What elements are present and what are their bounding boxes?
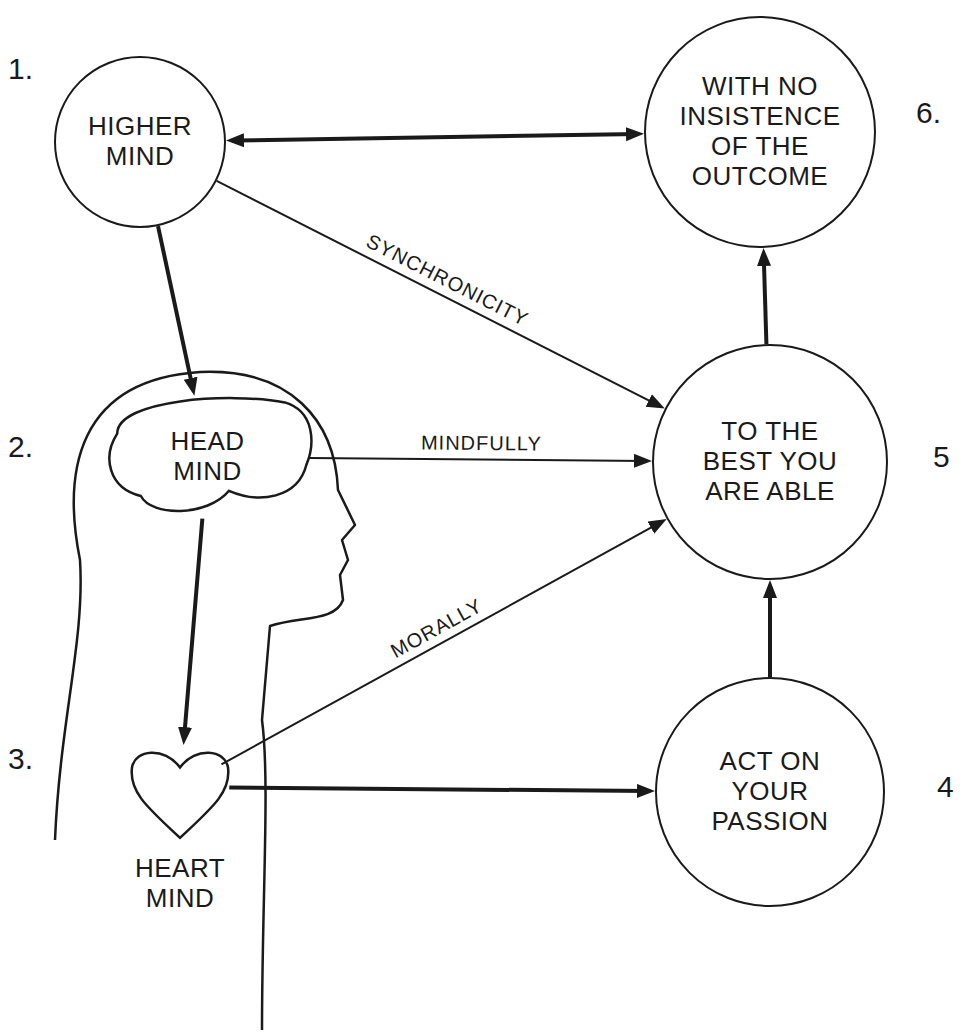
text-group: ACT ON YOUR PASSION (685, 747, 855, 837)
connector-arrow (768, 586, 772, 677)
text-group: HEAD MIND (153, 427, 263, 487)
edge-label: MORALLY (384, 592, 489, 664)
connector-arrow (232, 134, 638, 141)
connector-arrow (229, 788, 649, 791)
brain-path (109, 398, 311, 511)
callout-number: 5 (933, 440, 950, 474)
text-group: TO THE BEST YOU ARE ABLE (695, 417, 845, 507)
node-text: WITH NO INSISTENCE OF THE OUTCOME (672, 72, 847, 192)
connector-arrow (764, 254, 767, 344)
connector-arrow (221, 522, 661, 764)
callout-number: 4 (937, 770, 954, 804)
mind-circle: HIGHER MIND (54, 56, 226, 228)
text-group: WITH NO INSISTENCE OF THE OUTCOME (672, 72, 847, 192)
text-group: HEART MIND (115, 854, 245, 914)
heart-path (132, 753, 229, 838)
edge-label: SYNCHRONICITY (360, 229, 535, 333)
ability-circle: TO THE BEST YOU ARE ABLE (652, 344, 888, 580)
node-text: HEAD MIND (153, 427, 263, 487)
callout-number: 2. (8, 430, 33, 464)
head-body-outline (55, 372, 355, 1030)
text-group: HIGHER MIND (75, 112, 205, 172)
connector-arrow (184, 519, 202, 739)
heading-text: HEART MIND (115, 854, 245, 914)
heart-outline (124, 744, 236, 840)
passion-circle: ACT ON YOUR PASSION (655, 677, 885, 907)
callout-number: 1. (8, 52, 33, 86)
connector-arrow (158, 226, 193, 390)
connector-arrow (310, 458, 646, 461)
edge-label: MINDFULLY (417, 432, 544, 456)
node-text: HIGHER MIND (75, 112, 205, 172)
head-mind-shape: HEAD MIND (100, 392, 315, 522)
node-text: ACT ON YOUR PASSION (685, 747, 855, 837)
heart-shape: HEART MIND (113, 744, 247, 914)
callout-number: 6. (916, 96, 941, 130)
outcome-circle: WITH NO INSISTENCE OF THE OUTCOME (644, 16, 876, 248)
node-text: TO THE BEST YOU ARE ABLE (695, 417, 845, 507)
callout-number: 3. (8, 742, 33, 776)
connector-arrow (217, 181, 660, 406)
